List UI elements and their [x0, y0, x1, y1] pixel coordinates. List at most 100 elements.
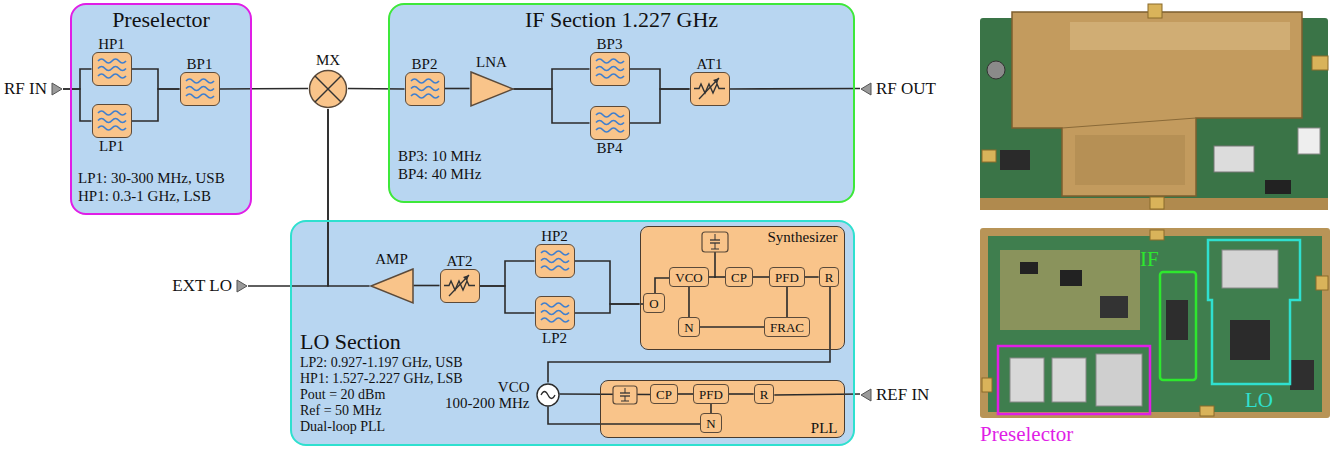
signal-wire	[514, 69, 590, 89]
wave-line	[411, 79, 439, 83]
function-block: FRAC	[764, 317, 810, 337]
lo-outline	[1208, 240, 1300, 384]
sma-connector	[982, 150, 996, 162]
filter-waves	[536, 297, 574, 329]
node-label: PFD	[775, 270, 799, 285]
wave-line	[541, 258, 569, 262]
loop-filter-box	[613, 386, 637, 404]
attenuator-drawing	[691, 73, 729, 105]
signal-wire	[630, 89, 690, 123]
wave-line	[541, 266, 569, 270]
function-block: PFD	[769, 267, 805, 287]
node-label: BP3: 10 MHz	[398, 147, 481, 165]
node-label: LP2: 0.927-1.197 GHz, USB	[300, 355, 463, 371]
signal-wire	[630, 69, 690, 89]
node-label: FRAC	[770, 320, 804, 335]
amplifier-symbol: LNA	[470, 71, 514, 107]
port-triangle-shape	[52, 83, 62, 95]
section-box: PreselectorLP1: 30-300 MHz, USBHP1: 0.3-…	[70, 3, 252, 215]
function-block: R	[819, 267, 840, 287]
sma-connector	[1200, 406, 1214, 416]
port-terminal: RF IN	[4, 79, 63, 99]
board-photo-bottom	[980, 228, 1330, 418]
signal-wire	[548, 287, 830, 383]
node-label: N	[684, 320, 693, 335]
signal-wire	[709, 276, 725, 278]
base-plate	[980, 228, 1330, 418]
signal-wire	[805, 276, 819, 278]
section-box: LO SectionLP2: 0.927-1.197 GHz, USBHP1: …	[290, 220, 855, 446]
wave-line	[541, 303, 569, 307]
node-label: BP4	[597, 140, 623, 156]
function-block: N	[678, 317, 699, 337]
node-label: Ref = 50 MHz	[300, 403, 381, 419]
function-block: PFD	[693, 384, 729, 404]
node-label: R	[760, 387, 769, 402]
node-label: VCO	[498, 379, 530, 395]
signal-wire	[63, 89, 92, 121]
signal-wire	[514, 89, 590, 123]
filter-symbol: BP1	[180, 72, 220, 106]
signal-wire	[786, 287, 788, 317]
signal-wire	[132, 89, 180, 121]
capacitor-plate	[620, 392, 630, 393]
wave-line	[411, 94, 439, 98]
filter-symbol: HP1	[92, 52, 132, 86]
node-label: LP2	[542, 330, 567, 346]
signal-wire	[348, 88, 405, 90]
port-triangle	[51, 82, 63, 96]
node-label: HP2	[541, 228, 568, 244]
port-triangle-shape	[861, 389, 871, 401]
signal-wire	[700, 326, 764, 328]
filter-symbol: BP4	[590, 106, 630, 140]
node-label: HP1: 0.3-1 GHz, LSB	[78, 187, 211, 205]
wave-line	[98, 118, 126, 122]
signal-wire	[710, 404, 712, 413]
module-box: PLLCPPFDRN	[600, 380, 845, 438]
port-triangle-shape	[237, 280, 247, 292]
mixer-symbol: MX	[308, 69, 348, 109]
signal-wire	[678, 393, 693, 395]
port-triangle	[860, 388, 872, 402]
sine-wave	[541, 391, 555, 398]
synthesizer-chip	[1222, 250, 1278, 288]
node-label: HP1	[98, 36, 125, 52]
capacitor-lead	[715, 234, 716, 240]
rf-module	[1214, 146, 1254, 172]
node-label: Synthesizer	[768, 229, 838, 245]
loop-filter	[613, 386, 637, 404]
amplifier-triangle	[371, 269, 413, 303]
filter-module	[1052, 358, 1086, 402]
port-triangle	[236, 279, 248, 293]
module-box: SynthesizerVCOCPPFDRONFRAC	[640, 226, 845, 350]
wave-line	[596, 113, 624, 117]
node-label: IF Section 1.227 GHz	[390, 7, 853, 33]
photo-label: Preselector	[980, 422, 1073, 447]
signal-wire	[730, 88, 861, 90]
signal-wire	[480, 286, 535, 313]
wave-line	[541, 310, 569, 314]
node-label: VCO	[675, 270, 702, 285]
node-label: AT2	[447, 253, 473, 269]
chip	[1265, 180, 1291, 194]
mixer-cross	[315, 76, 341, 102]
circuit-board	[988, 236, 1322, 412]
variable-arrow-head	[713, 78, 719, 84]
chip	[1290, 360, 1314, 390]
node-label: PLL	[811, 420, 838, 436]
mixer-drawing	[308, 69, 348, 109]
function-block: R	[754, 384, 775, 404]
port-triangle	[860, 82, 872, 96]
section-box: IF Section 1.227 GHzBP3: 10 MHzBP4: 40 M…	[388, 3, 855, 203]
shield-seam	[1062, 118, 1196, 128]
chip	[1100, 296, 1128, 318]
node-label: BP4: 40 MHz	[398, 165, 481, 183]
function-block: VCO	[669, 267, 708, 287]
signal-wire	[480, 261, 535, 286]
pin-header	[1298, 128, 1320, 154]
wave-line	[98, 126, 126, 130]
ground-line	[621, 401, 629, 402]
node-label: MX	[316, 52, 340, 68]
